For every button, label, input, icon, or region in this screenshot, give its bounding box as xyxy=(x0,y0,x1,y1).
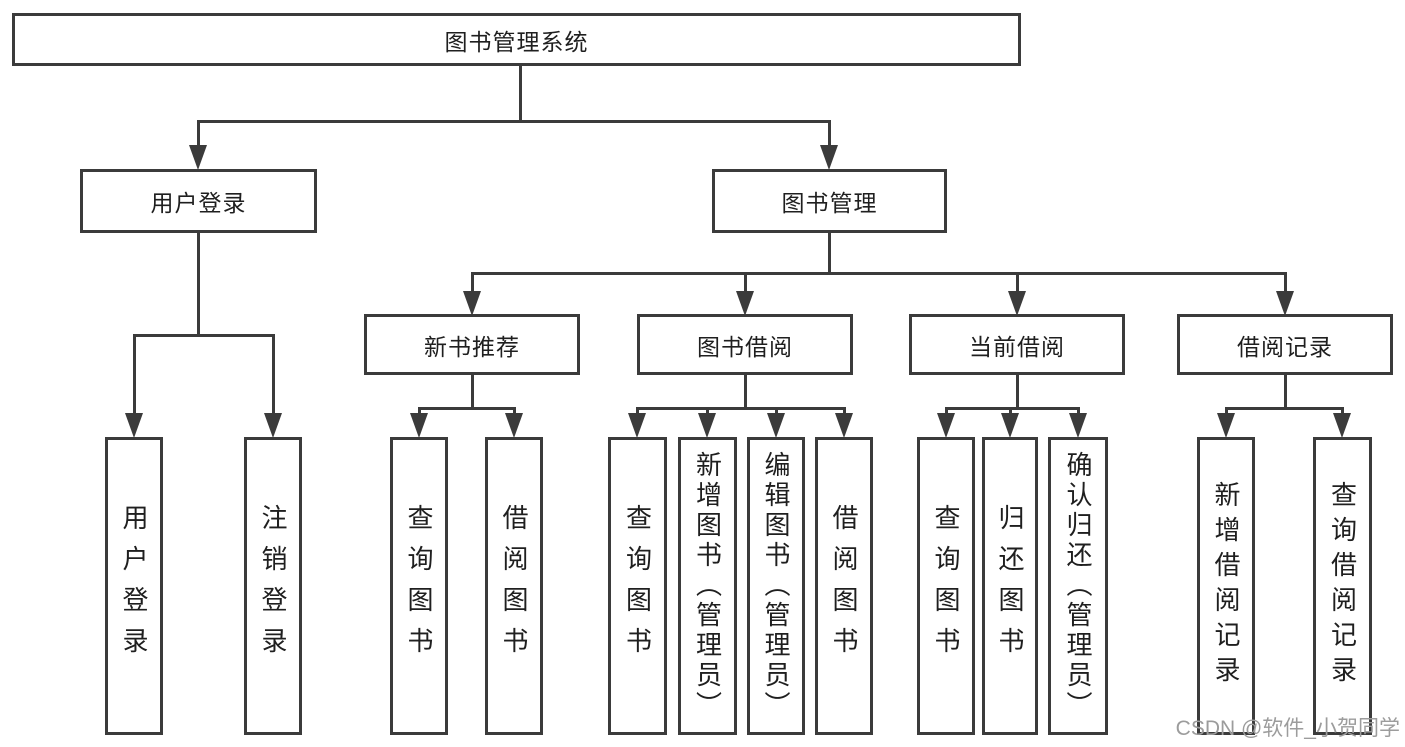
connector-line xyxy=(1341,407,1344,417)
arrow-down-icon xyxy=(264,413,282,438)
connector-line xyxy=(945,407,1080,410)
csdn-watermark: CSDN @软件_小贺同学 xyxy=(1175,717,1400,740)
arrow-down-icon xyxy=(835,413,853,438)
node-book-borrow-label: 图书借阅 xyxy=(697,333,793,360)
arrow-down-icon xyxy=(767,413,785,438)
connector-line xyxy=(744,375,747,410)
node-root-label: 图书管理系统 xyxy=(444,28,589,55)
arrow-down-icon xyxy=(628,413,646,438)
connector-line xyxy=(744,272,747,294)
connector-line xyxy=(1284,375,1287,410)
connector-line xyxy=(471,272,474,294)
connector-line xyxy=(197,120,200,148)
node-book-management-label: 图书管理 xyxy=(781,190,878,216)
connector-line xyxy=(828,233,831,275)
connector-line xyxy=(418,407,421,417)
leaf-query-books-current: 查询图书 xyxy=(917,437,975,735)
leaf-borrow-book: 借阅图书 xyxy=(815,437,873,735)
connector-line xyxy=(1077,407,1080,417)
node-book-borrow: 图书借阅 xyxy=(637,314,853,375)
arrow-down-icon xyxy=(1008,291,1026,316)
node-user-login: 用户登录 xyxy=(80,169,317,233)
node-current-borrow-label: 当前借阅 xyxy=(969,333,1065,360)
leaf-add-borrow-record-label: 新增借阅记录 xyxy=(1211,481,1241,691)
leaf-return-book-label: 归还图书 xyxy=(995,504,1025,668)
arrow-down-icon xyxy=(1276,291,1294,316)
leaf-query-books-borrow-label: 查询图书 xyxy=(622,504,653,668)
leaf-query-borrow-record: 查询借阅记录 xyxy=(1313,437,1372,735)
arrow-down-icon xyxy=(1001,413,1019,438)
connector-line xyxy=(519,66,522,122)
arrow-down-icon xyxy=(1069,413,1087,438)
arrow-down-icon xyxy=(505,413,523,438)
connector-line xyxy=(133,334,275,337)
connector-line xyxy=(1009,407,1012,417)
leaf-query-books-current-label: 查询图书 xyxy=(931,504,961,668)
leaf-user-login-label: 用户登录 xyxy=(119,504,149,668)
connector-line xyxy=(418,407,516,410)
node-root: 图书管理系统 xyxy=(12,13,1021,66)
node-user-login-label: 用户登录 xyxy=(150,190,247,216)
arrow-down-icon xyxy=(125,413,143,438)
leaf-query-books-borrow: 查询图书 xyxy=(608,437,667,735)
leaf-query-books-recommend-label: 查询图书 xyxy=(404,504,434,668)
leaf-logout: 注销登录 xyxy=(244,437,302,735)
connector-line xyxy=(706,407,709,417)
leaf-logout-label: 注销登录 xyxy=(258,504,288,668)
arrow-down-icon xyxy=(1217,413,1235,438)
leaf-query-borrow-record-label: 查询借阅记录 xyxy=(1327,481,1358,691)
leaf-user-login: 用户登录 xyxy=(105,437,163,735)
connector-line xyxy=(1225,407,1228,417)
arrow-down-icon xyxy=(820,145,838,170)
arrow-down-icon xyxy=(736,291,754,316)
leaf-add-book-admin: 新增图书（管理员） xyxy=(678,437,737,735)
connector-line xyxy=(1016,272,1019,294)
leaf-confirm-return-admin-label: 确认归还（管理员） xyxy=(1063,451,1093,721)
arrow-down-icon xyxy=(937,413,955,438)
leaf-edit-book-admin-label: 编辑图书（管理员） xyxy=(761,451,791,721)
connector-line xyxy=(1016,375,1019,410)
arrow-down-icon xyxy=(698,413,716,438)
connector-line xyxy=(133,334,136,416)
leaf-borrow-books-recommend: 借阅图书 xyxy=(485,437,543,735)
node-book-management: 图书管理 xyxy=(712,169,947,233)
connector-line xyxy=(1284,272,1287,294)
node-borrow-records: 借阅记录 xyxy=(1177,314,1393,375)
arrow-down-icon xyxy=(189,145,207,170)
leaf-add-borrow-record: 新增借阅记录 xyxy=(1197,437,1255,735)
arrow-down-icon xyxy=(410,413,428,438)
node-new-book-recommend: 新书推荐 xyxy=(364,314,580,375)
connector-line xyxy=(513,407,516,417)
leaf-edit-book-admin: 编辑图书（管理员） xyxy=(747,437,805,735)
arrow-down-icon xyxy=(1333,413,1351,438)
connector-line xyxy=(1225,407,1344,410)
connector-line xyxy=(636,407,846,410)
arrow-down-icon xyxy=(463,291,481,316)
connector-line xyxy=(272,334,275,416)
connector-line xyxy=(636,407,639,417)
connector-line xyxy=(775,407,778,417)
connector-line xyxy=(843,407,846,417)
leaf-borrow-book-label: 借阅图书 xyxy=(829,504,859,668)
node-new-book-recommend-label: 新书推荐 xyxy=(424,333,520,360)
connector-line xyxy=(197,233,200,337)
leaf-query-books-recommend: 查询图书 xyxy=(390,437,448,735)
leaf-return-book: 归还图书 xyxy=(982,437,1038,735)
connector-line xyxy=(828,120,831,148)
leaf-add-book-admin-label: 新增图书（管理员） xyxy=(692,451,723,721)
leaf-borrow-books-recommend-label: 借阅图书 xyxy=(499,504,529,668)
node-borrow-records-label: 借阅记录 xyxy=(1237,333,1333,360)
connector-line xyxy=(471,272,1287,275)
connector-line xyxy=(471,375,474,410)
connector-line xyxy=(197,120,831,123)
leaf-confirm-return-admin: 确认归还（管理员） xyxy=(1048,437,1108,735)
node-current-borrow: 当前借阅 xyxy=(909,314,1125,375)
connector-line xyxy=(945,407,948,417)
